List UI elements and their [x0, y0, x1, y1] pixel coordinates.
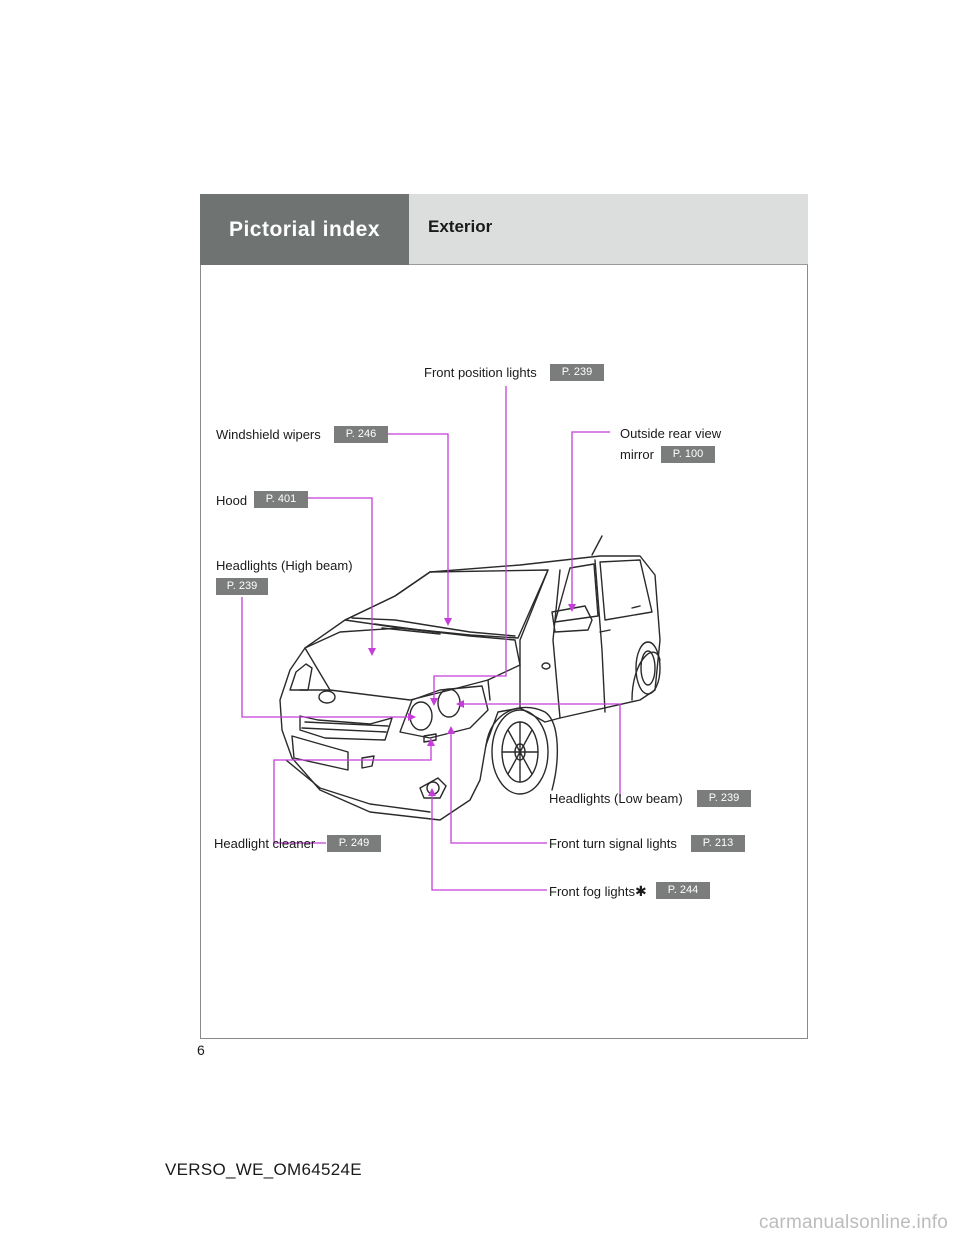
front-fog-lights-text: Front fog lights — [549, 884, 635, 899]
windshield-wipers-label: Windshield wipers — [216, 427, 321, 442]
headlights-high-label: Headlights (High beam) — [216, 558, 353, 573]
front-position-lights-page-link[interactable]: P. 239 — [550, 364, 604, 381]
page-title: Exterior — [428, 217, 493, 236]
outside-mirror-label-line2: mirror — [620, 447, 654, 462]
hood-label: Hood — [216, 493, 248, 508]
headlights-low-page-link[interactable]: P. 239 — [697, 790, 751, 807]
section-title: Pictorial index — [200, 194, 409, 265]
front-fog-lights-label: Front fog lights✱ — [549, 883, 647, 900]
headlights-high-page-link[interactable]: P. 239 — [216, 578, 268, 595]
front-position-lights-label: Front position lights — [424, 365, 537, 380]
footer-code: VERSO_WE_OM64524E — [165, 1160, 362, 1179]
outside-mirror-page-link[interactable]: P. 100 — [661, 446, 715, 463]
page-title-bar: Exterior — [409, 194, 808, 265]
hood-page-link[interactable]: P. 401 — [254, 491, 308, 508]
page-number: 6 — [197, 1042, 205, 1058]
watermark: carmanualsonline.info — [758, 1212, 948, 1233]
asterisk-mark: ✱ — [635, 883, 647, 899]
windshield-wipers-page-link[interactable]: P. 246 — [334, 426, 388, 443]
front-fog-lights-page-link[interactable]: P. 244 — [656, 882, 710, 899]
headlight-cleaner-page-link[interactable]: P. 249 — [327, 835, 381, 852]
front-turn-signal-page-link[interactable]: P. 213 — [691, 835, 745, 852]
outside-mirror-label-line1: Outside rear view — [620, 426, 722, 441]
front-turn-signal-label: Front turn signal lights — [549, 836, 677, 851]
headlight-cleaner-label: Headlight cleaner — [214, 836, 316, 851]
headlights-low-label: Headlights (Low beam) — [549, 791, 683, 806]
